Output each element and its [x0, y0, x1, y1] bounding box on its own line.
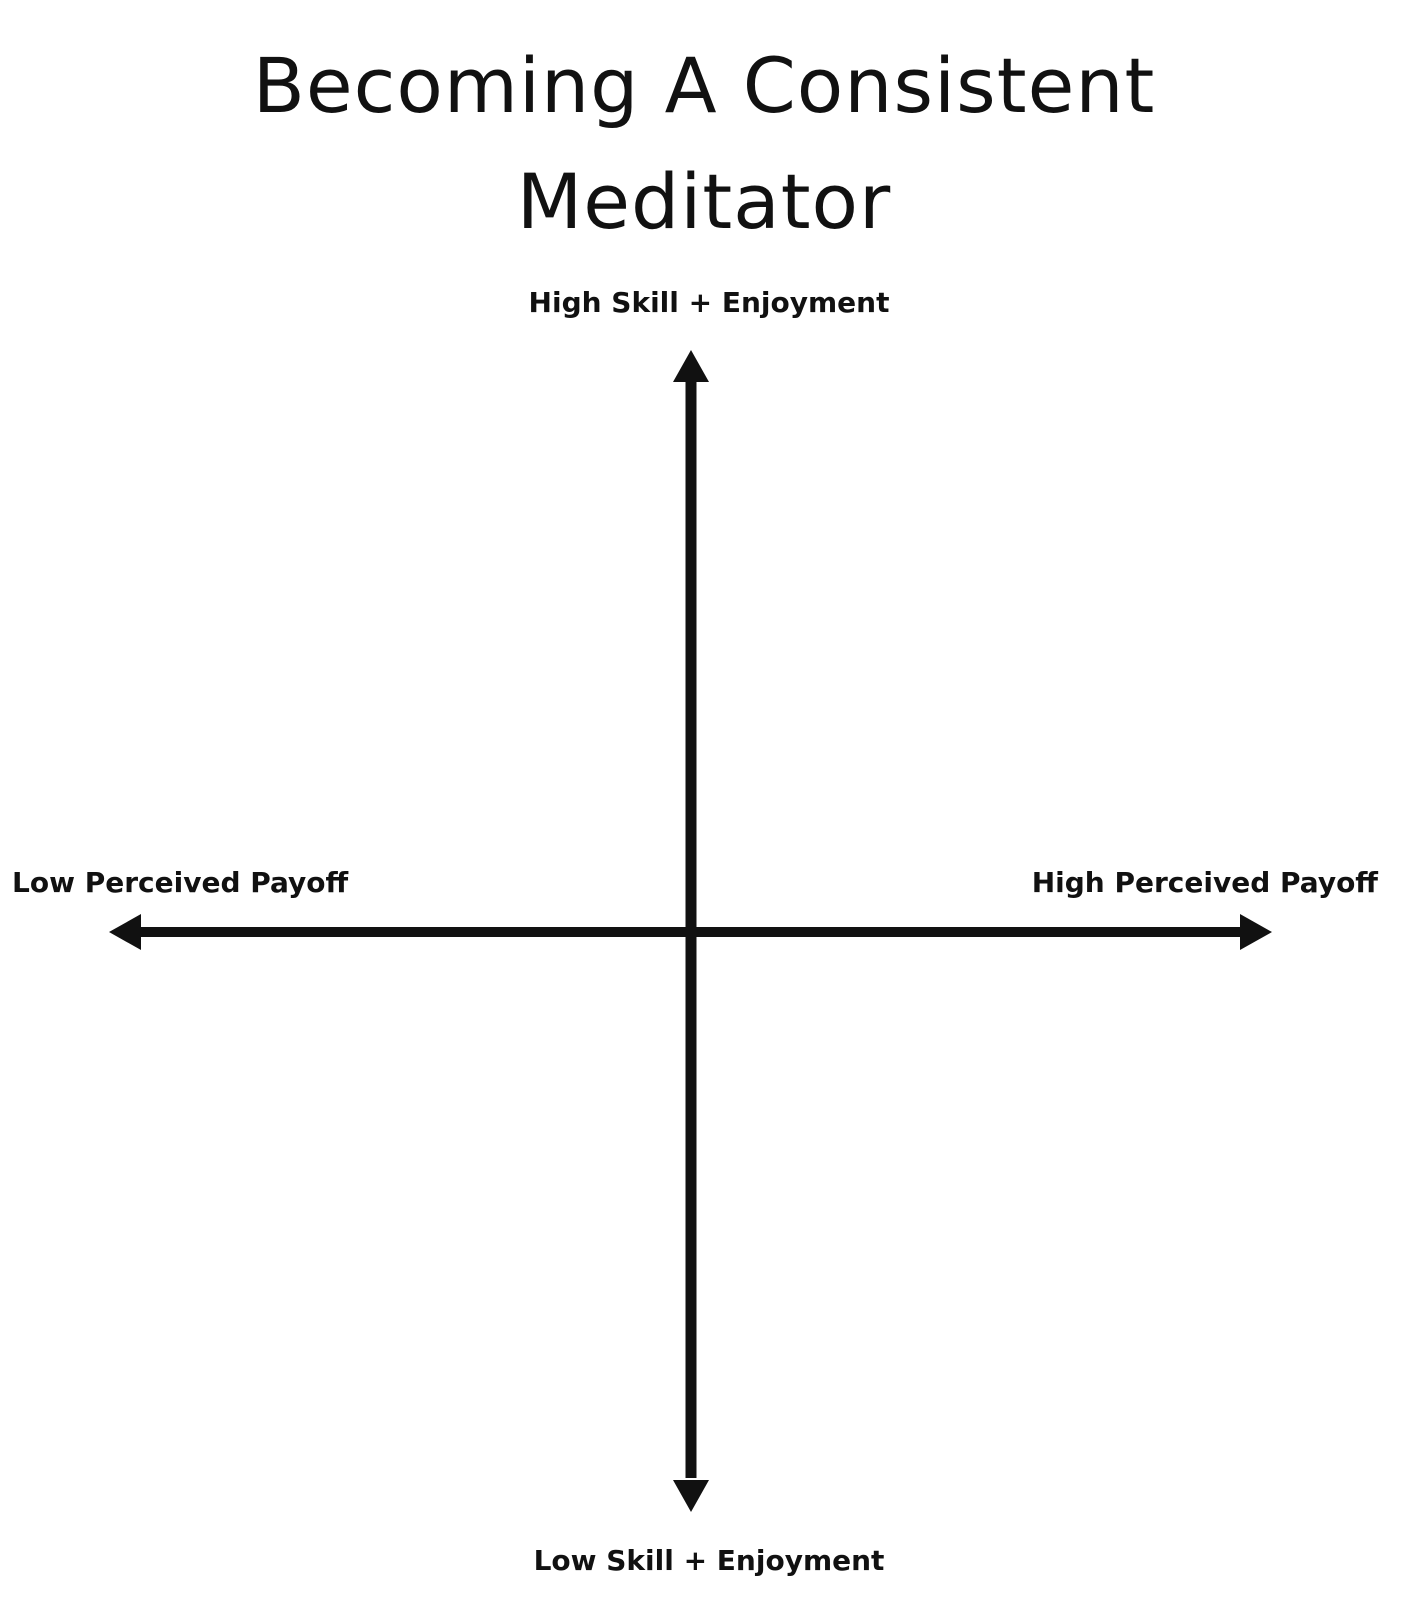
diagram-title-line-2: Meditator: [516, 157, 892, 246]
y-axis-top-label: High Skill + Enjoyment: [528, 286, 890, 319]
diagram-title: Becoming A Consistent Meditator: [0, 28, 1408, 260]
vertical-axis-up-arrowhead: [673, 350, 709, 382]
vertical-axis-down-arrowhead: [673, 1480, 709, 1512]
x-axis-left-label: Low Perceived Payoff: [12, 866, 349, 899]
y-axis-bottom-label: Low Skill + Enjoyment: [533, 1544, 885, 1577]
horizontal-axis-right-arrowhead: [1240, 914, 1272, 950]
x-axis-right-label: High Perceived Payoff: [1031, 866, 1378, 899]
diagram-title-line-1: Becoming A Consistent: [252, 41, 1156, 130]
horizontal-axis-left-arrowhead: [109, 914, 141, 950]
